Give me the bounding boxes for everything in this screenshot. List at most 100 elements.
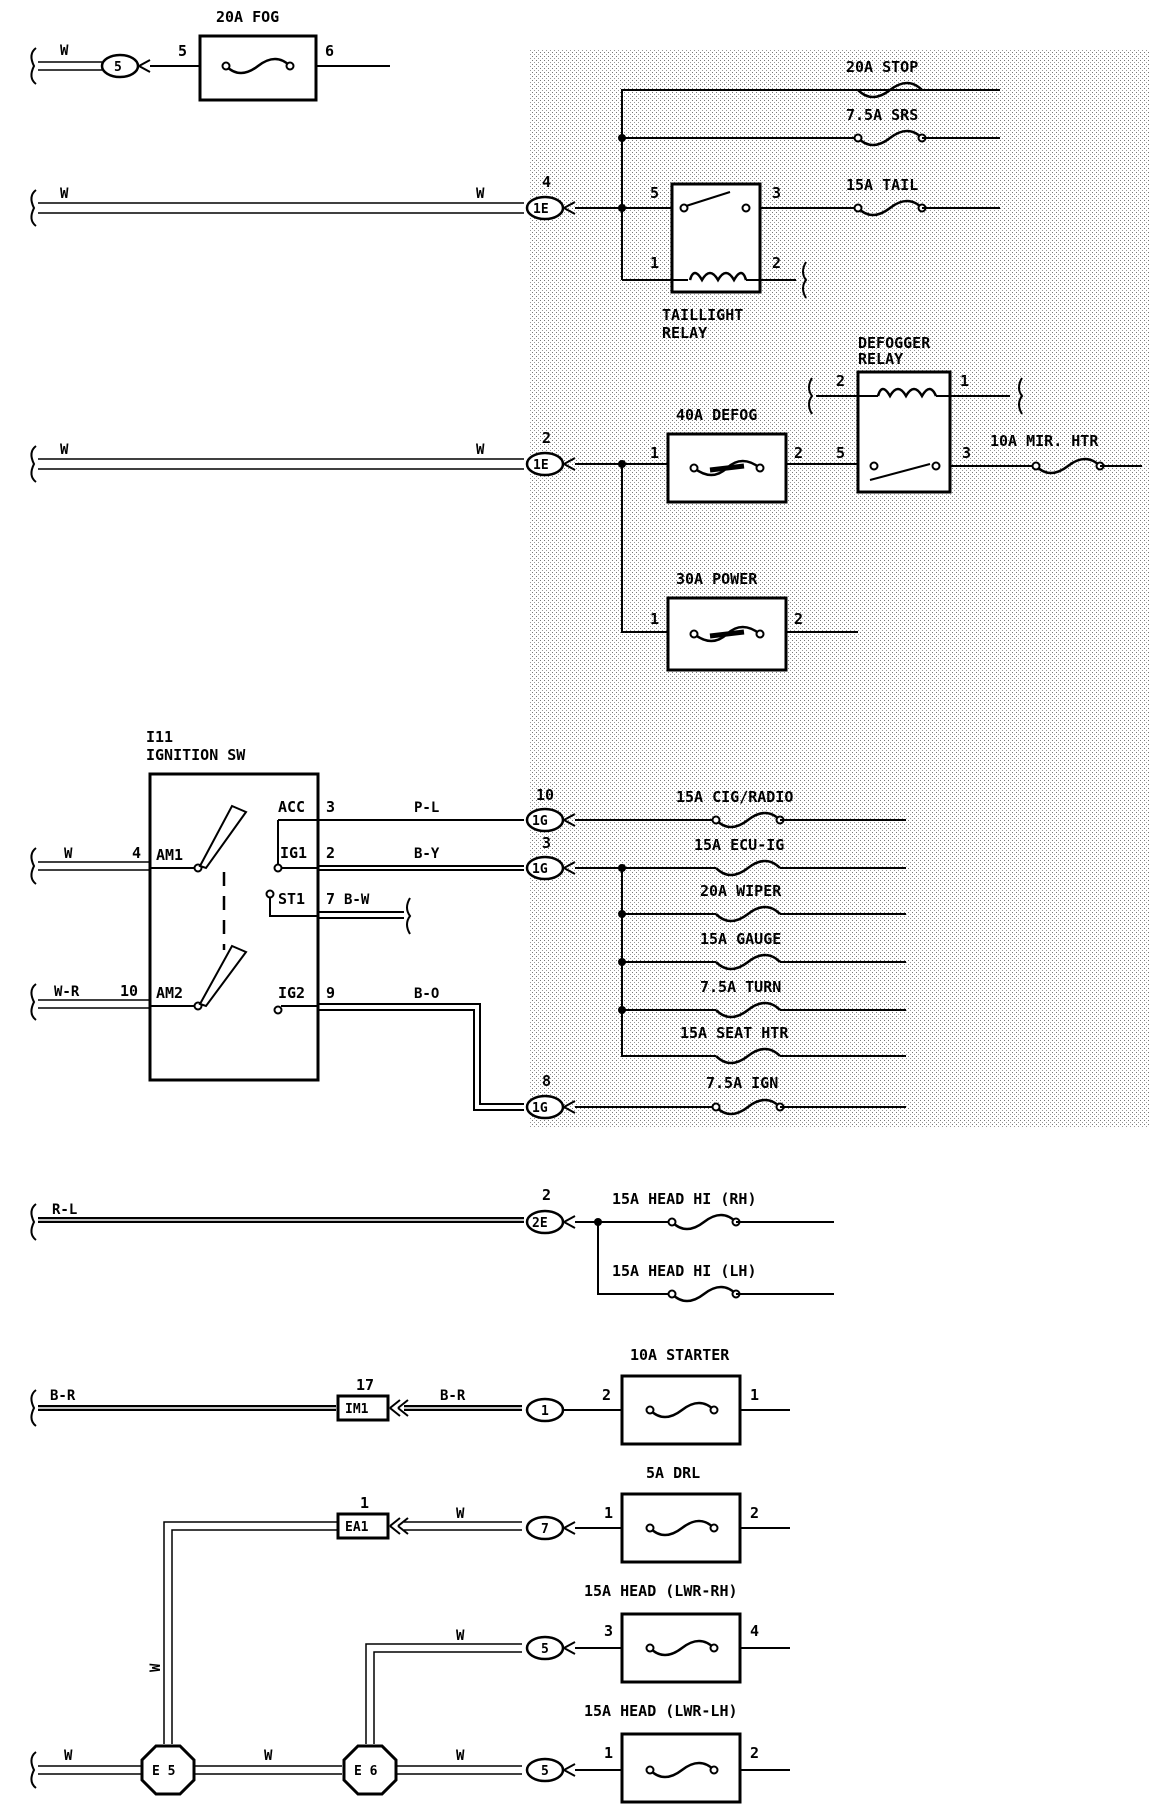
fuse-label-power: 30A POWER: [676, 570, 758, 588]
pin-label: 3: [326, 798, 335, 816]
pin-label: 2: [772, 254, 781, 272]
terminal-am1: AM1: [156, 846, 183, 864]
connector-label: 1E: [533, 458, 549, 473]
pin-label: 2: [794, 610, 803, 628]
wire-label-w: W: [476, 186, 485, 202]
fuse-label-head-lwr-lh: 15A HEAD (LWR-LH): [584, 1702, 738, 1720]
terminal-acc: ACC: [278, 798, 305, 816]
fuse-label-stop: 20A STOP: [846, 58, 918, 76]
ignition-switch-code: I11: [146, 728, 173, 746]
wire-label-w: W: [64, 846, 73, 862]
pin-label: 5: [178, 42, 187, 60]
wire-label-w: W: [60, 442, 69, 458]
connector-label: E 5: [152, 1764, 175, 1779]
terminal-am2: AM2: [156, 984, 183, 1002]
wire-label-w-r: W-R: [54, 984, 80, 1000]
wire-label-p-l: P-L: [414, 800, 439, 816]
pin-label: 3: [962, 444, 971, 462]
fuse-label-mir-htr: 10A MIR. HTR: [990, 432, 1099, 450]
connector-im1: [336, 1394, 390, 1422]
taillight-relay-box: [670, 182, 762, 294]
pin-label: 2: [602, 1386, 611, 1404]
connector-5: [100, 53, 140, 79]
connector-1e: [525, 195, 565, 221]
connector-label: 5: [541, 1764, 549, 1779]
ignition-bus-fuses: 10 1G 15A CIG/RADIO 3 1G 15A ECU-IG 20A …: [525, 786, 906, 1120]
wire-label-w: W: [148, 1663, 164, 1672]
pin-label: 5: [836, 444, 845, 462]
fog-circuit: W 5 5 6 20A FOG: [30, 8, 390, 102]
tail-circuit: W W 4 1E 20A STOP 7.5A SRS 5 3 1 2: [30, 58, 1000, 342]
pin-label: 8: [542, 1072, 551, 1090]
connector-label: 1: [541, 1404, 549, 1419]
defogger-relay-box: [856, 370, 952, 494]
connector-label: 1G: [532, 862, 548, 877]
pin-label: 4: [542, 173, 551, 191]
fuse-label-head-hi-rh: 15A HEAD HI (RH): [612, 1190, 757, 1208]
fuse-label-head-lwr-rh: 15A HEAD (LWR-RH): [584, 1582, 738, 1600]
wire-label-b-y: B-Y: [414, 846, 440, 862]
wire-label-b-r: B-R: [50, 1388, 76, 1404]
connector-1g: [525, 1094, 565, 1120]
pin-label: 2: [750, 1504, 759, 1522]
defogger-relay-label-1: DEFOGGER: [858, 334, 931, 352]
taillight-relay-label-1: TAILLIGHT: [662, 306, 743, 324]
fuse-label-head-hi-lh: 15A HEAD HI (LH): [612, 1262, 757, 1280]
fuse-label-srs: 7.5A SRS: [846, 106, 918, 124]
pin-label: 10: [536, 786, 554, 804]
pin-label: 3: [772, 184, 781, 202]
connector-e6: [342, 1744, 398, 1796]
wire-label-w: W: [456, 1628, 465, 1644]
fuse-label-cig-radio: 15A CIG/RADIO: [676, 788, 793, 806]
pin-label: 1: [604, 1504, 613, 1522]
pin-label: 6: [325, 42, 334, 60]
ignition-switch-name: IGNITION SW: [146, 746, 246, 764]
pin-label: 5: [650, 184, 659, 202]
wire-label-w: W: [64, 1748, 73, 1764]
connector-label: 1G: [532, 814, 548, 829]
fuse-label-drl: 5A DRL: [646, 1464, 700, 1482]
connector-1g: [525, 855, 565, 881]
fuse-label-gauge: 15A GAUGE: [700, 930, 781, 948]
connector-2e: [525, 1209, 565, 1235]
pin-label: 4: [750, 1622, 759, 1640]
pin-label: 1: [750, 1386, 759, 1404]
connector-5: [525, 1757, 565, 1783]
wire-label-r-l: R-L: [52, 1202, 77, 1218]
terminal-ig1: IG1: [280, 844, 307, 862]
connector-1g: [525, 807, 565, 833]
connector-1: [525, 1397, 565, 1423]
pin-label: 1: [650, 254, 659, 272]
fuse-label-ecu-ig: 15A ECU-IG: [694, 836, 784, 854]
pin-label: 7: [326, 890, 335, 908]
wire-label-b-o: B-O: [414, 986, 439, 1002]
taillight-relay-label-2: RELAY: [662, 324, 707, 342]
fuse-label-defog: 40A DEFOG: [676, 406, 757, 424]
wire-label-w: W: [264, 1748, 273, 1764]
connector-label: E 6: [354, 1764, 378, 1779]
ignition-switch-box: [148, 772, 320, 1082]
connector-label: 2E: [532, 1216, 548, 1231]
connector-label: 1E: [533, 202, 549, 217]
fuse-label-turn: 7.5A TURN: [700, 978, 781, 996]
terminal-st1: ST1: [278, 890, 305, 908]
pin-label: 3: [542, 834, 551, 852]
fuse-label-starter: 10A STARTER: [630, 1346, 730, 1364]
pin-label: 2: [542, 1186, 551, 1204]
wire-label-b-r: B-R: [440, 1388, 466, 1404]
junction-block-shading: [530, 50, 1150, 1128]
connector-label: 5: [114, 60, 122, 75]
wire-label-w: W: [476, 442, 485, 458]
wire-label-w: W: [60, 186, 69, 202]
pin-label: 9: [326, 984, 335, 1002]
fuse-box-head-lwr-lh: [620, 1732, 742, 1804]
connector-1e: [525, 451, 565, 477]
pin-label: 1: [650, 444, 659, 462]
connector-7: [525, 1515, 565, 1541]
pin-label: 1: [650, 610, 659, 628]
pin-label: 2: [794, 444, 803, 462]
connector-e5: [140, 1744, 196, 1796]
connector-ea1: [336, 1512, 390, 1540]
fuse-label-ign: 7.5A IGN: [706, 1074, 778, 1092]
